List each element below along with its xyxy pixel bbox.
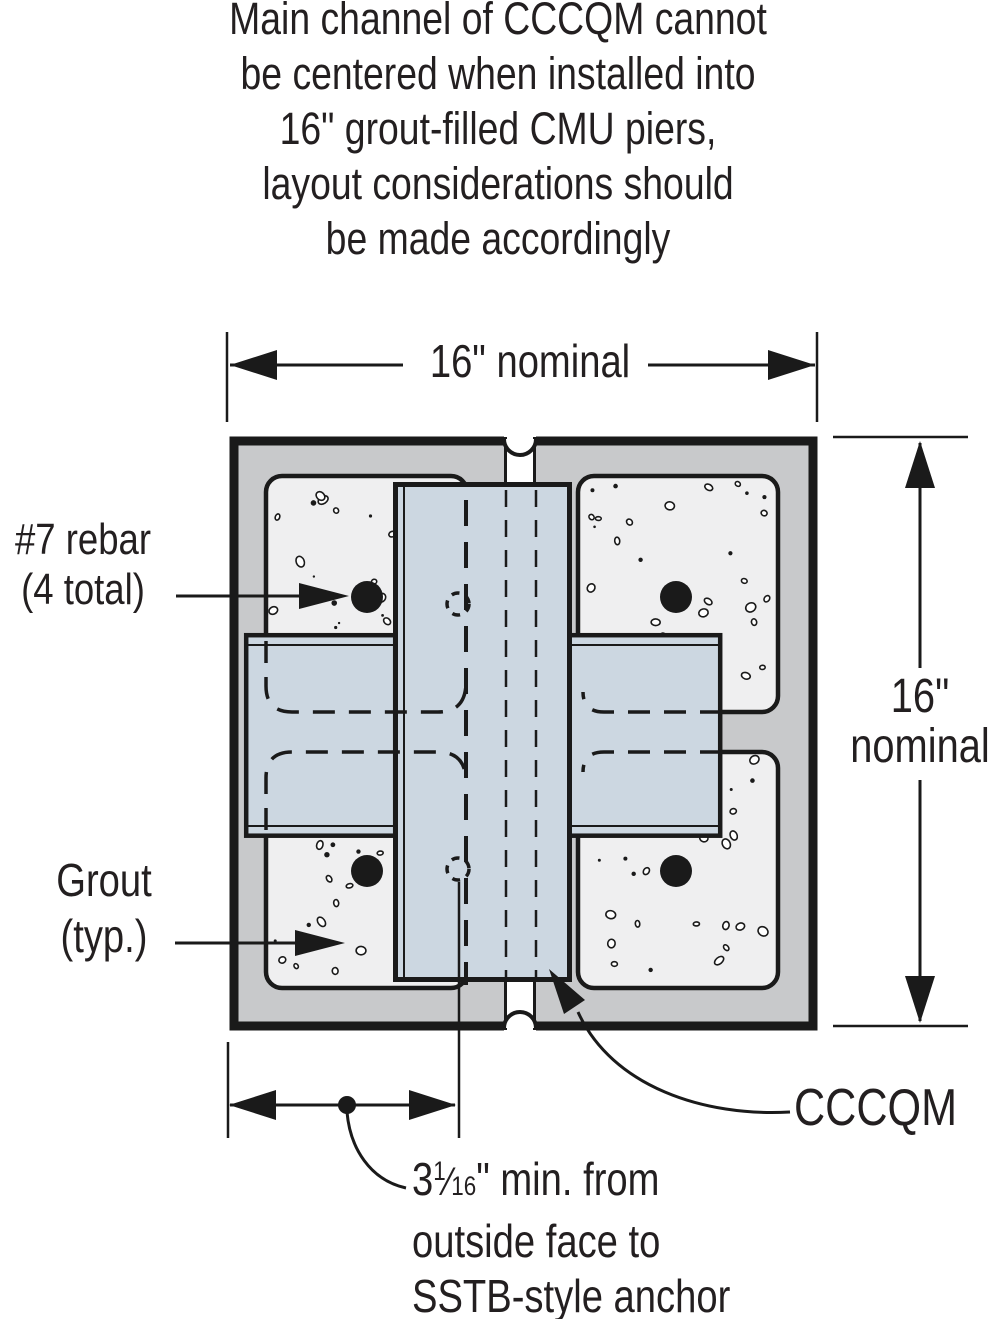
arrowhead-right <box>409 1090 456 1120</box>
hidden-cell-outline-upper-right <box>581 691 722 714</box>
dimension-right-label: 16"nominal <box>850 670 990 773</box>
sstb-anchor-top <box>445 591 471 617</box>
joint-notch-top <box>502 438 538 457</box>
rebar-dots <box>351 581 692 887</box>
dimension-right <box>905 441 935 1023</box>
dimension-bottom <box>229 1090 456 1190</box>
hidden-cell-outline-lower-left <box>264 750 468 830</box>
hidden-cell-outline-lower-right <box>581 750 722 773</box>
dimension-top <box>230 350 815 380</box>
rebar-dot <box>660 855 692 887</box>
rebar-label: #7 rebar(4 total) <box>14 515 152 614</box>
cccqm-main-channel <box>393 482 572 982</box>
dimension-dot <box>338 1096 356 1114</box>
cccqm-arrowhead <box>549 969 585 1014</box>
cccqm-leader <box>576 1011 791 1115</box>
rebar-dot <box>351 581 383 613</box>
arrowhead-left <box>230 350 277 380</box>
arrowhead-down <box>905 976 935 1023</box>
grout-label: Grout(typ.) <box>56 854 152 962</box>
cccqm-seat-left <box>243 632 398 838</box>
mortar-joint-bottom <box>502 980 538 1038</box>
cccqm-seat-right <box>557 632 723 838</box>
joint-notch-bottom <box>502 1010 538 1029</box>
leader-bottom-note <box>345 1111 407 1190</box>
rebar-dot <box>351 855 383 887</box>
grout-arrowhead <box>295 930 345 956</box>
arrowhead-right <box>768 350 815 380</box>
mortar-joint-top <box>502 428 538 487</box>
hidden-cell-outline-upper-left <box>264 641 468 714</box>
cccqm-label: CCCQM <box>794 1079 958 1137</box>
arrowhead-left <box>229 1090 276 1120</box>
arrowhead-up <box>905 441 935 488</box>
hidden-lines <box>264 490 722 985</box>
extension-lines <box>225 332 968 1138</box>
sstb-anchor-bottom <box>445 856 471 882</box>
rebar-arrowhead <box>299 583 349 609</box>
dimension-top-label: 16" nominal <box>429 335 631 387</box>
label-leaders <box>175 583 791 1115</box>
rebar-dot <box>660 581 692 613</box>
